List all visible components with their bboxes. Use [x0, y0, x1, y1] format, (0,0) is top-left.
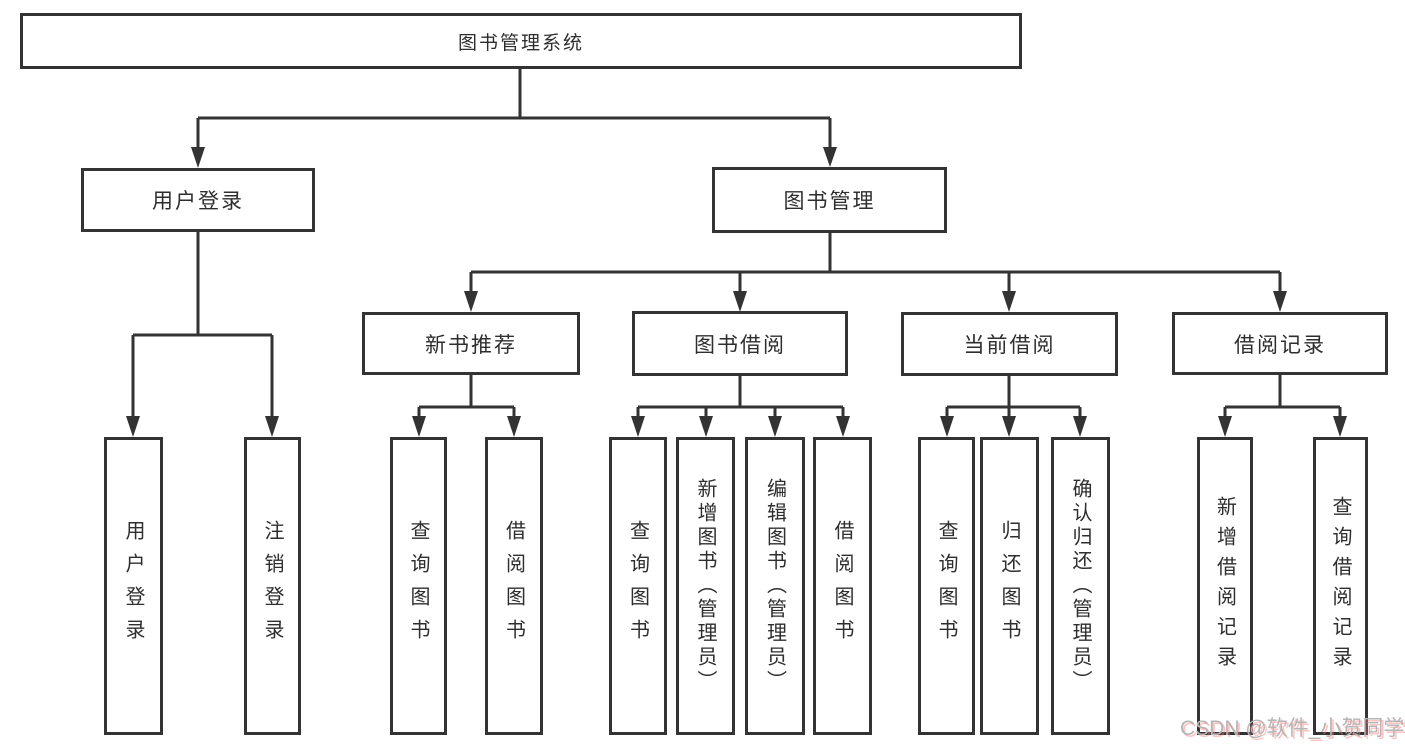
node-current-borrow-label: 当前借阅 — [964, 329, 1056, 359]
arrowhead-icon — [733, 291, 747, 312]
node-user-login: 用户登录 — [81, 168, 315, 232]
connector-book-mgmt-children — [471, 233, 1280, 292]
leaf-user-login-label: 用户登录 — [119, 520, 148, 652]
leaf-borrow-book: 借阅图书 — [813, 437, 872, 735]
arrowhead-icon — [1218, 416, 1232, 437]
arrowhead-icon — [940, 416, 954, 437]
arrowhead-icon — [464, 291, 478, 312]
arrowhead-icon — [191, 147, 205, 168]
connector-root-to-level1 — [198, 68, 830, 147]
leaf-user-login: 用户登录 — [104, 437, 163, 735]
connector-borrow-record-children — [1225, 375, 1340, 417]
leaf-logout-label: 注销登录 — [258, 520, 287, 652]
arrowhead-icon — [1073, 416, 1087, 437]
node-root: 图书管理系统 — [20, 13, 1022, 69]
leaf-borrow-book-newrec-label: 借阅图书 — [500, 520, 529, 652]
leaf-add-borrow-record-label: 新增借阅记录 — [1211, 496, 1240, 676]
node-new-book-recommend: 新书推荐 — [362, 312, 580, 375]
leaf-edit-book-admin-label: 编辑图书（管理员） — [761, 478, 790, 694]
watermark-text: CSDN @软件_小贺同学 — [1180, 717, 1404, 740]
connector-book-borrow-children — [638, 376, 843, 417]
arrowhead-icon — [836, 416, 850, 437]
leaf-confirm-return-admin: 确认归还（管理员） — [1051, 437, 1110, 735]
leaf-query-book-newrec: 查询图书 — [390, 437, 447, 735]
leaf-query-book-newrec-label: 查询图书 — [404, 520, 433, 652]
leaf-query-borrow-record-label: 查询借阅记录 — [1326, 496, 1355, 676]
connector-new-book-children — [419, 375, 514, 417]
node-book-mgmt-label: 图书管理 — [784, 185, 876, 215]
arrowhead-icon — [265, 416, 279, 437]
arrowhead-icon — [412, 416, 426, 437]
connector-user-login-children — [133, 232, 272, 417]
leaf-query-book-borrow: 查询图书 — [609, 437, 667, 735]
leaf-query-book-borrow-label: 查询图书 — [624, 520, 653, 652]
leaf-query-book-current: 查询图书 — [918, 437, 975, 735]
arrowhead-icon — [126, 416, 140, 437]
leaf-borrow-book-newrec: 借阅图书 — [485, 437, 543, 735]
connector-current-borrow-children — [947, 376, 1080, 417]
leaf-add-book-admin-label: 新增图书（管理员） — [691, 478, 720, 694]
node-book-mgmt: 图书管理 — [712, 167, 947, 233]
node-book-borrow-label: 图书借阅 — [694, 329, 786, 359]
arrowhead-icon — [1002, 291, 1016, 312]
arrowhead-icon — [507, 416, 521, 437]
arrowhead-icon — [1333, 416, 1347, 437]
node-current-borrow: 当前借阅 — [901, 312, 1118, 376]
leaf-add-book-admin: 新增图书（管理员） — [676, 437, 735, 735]
watermark: CSDN @软件_小贺同学 — [1180, 712, 1405, 742]
leaf-add-borrow-record: 新增借阅记录 — [1197, 437, 1253, 735]
arrowhead-icon — [699, 416, 713, 437]
node-new-book-recommend-label: 新书推荐 — [425, 329, 517, 359]
leaf-query-borrow-record: 查询借阅记录 — [1313, 437, 1368, 735]
node-book-borrow: 图书借阅 — [632, 311, 848, 376]
node-root-label: 图书管理系统 — [458, 28, 584, 55]
node-borrow-record-label: 借阅记录 — [1234, 329, 1326, 359]
leaf-return-book: 归还图书 — [980, 437, 1039, 735]
leaf-borrow-book-label: 借阅图书 — [828, 520, 857, 652]
leaf-edit-book-admin: 编辑图书（管理员） — [745, 437, 805, 735]
arrowhead-icon — [768, 416, 782, 437]
node-borrow-record: 借阅记录 — [1172, 312, 1388, 375]
arrowhead-icon — [1002, 416, 1016, 437]
leaf-logout: 注销登录 — [244, 437, 301, 735]
leaf-return-book-label: 归还图书 — [995, 520, 1024, 652]
arrowhead-icon — [631, 416, 645, 437]
leaf-query-book-current-label: 查询图书 — [932, 520, 961, 652]
node-user-login-label: 用户登录 — [152, 185, 244, 215]
arrowhead-icon — [823, 147, 837, 167]
leaf-confirm-return-admin-label: 确认归还（管理员） — [1066, 478, 1095, 694]
arrowhead-icon — [1273, 291, 1287, 312]
